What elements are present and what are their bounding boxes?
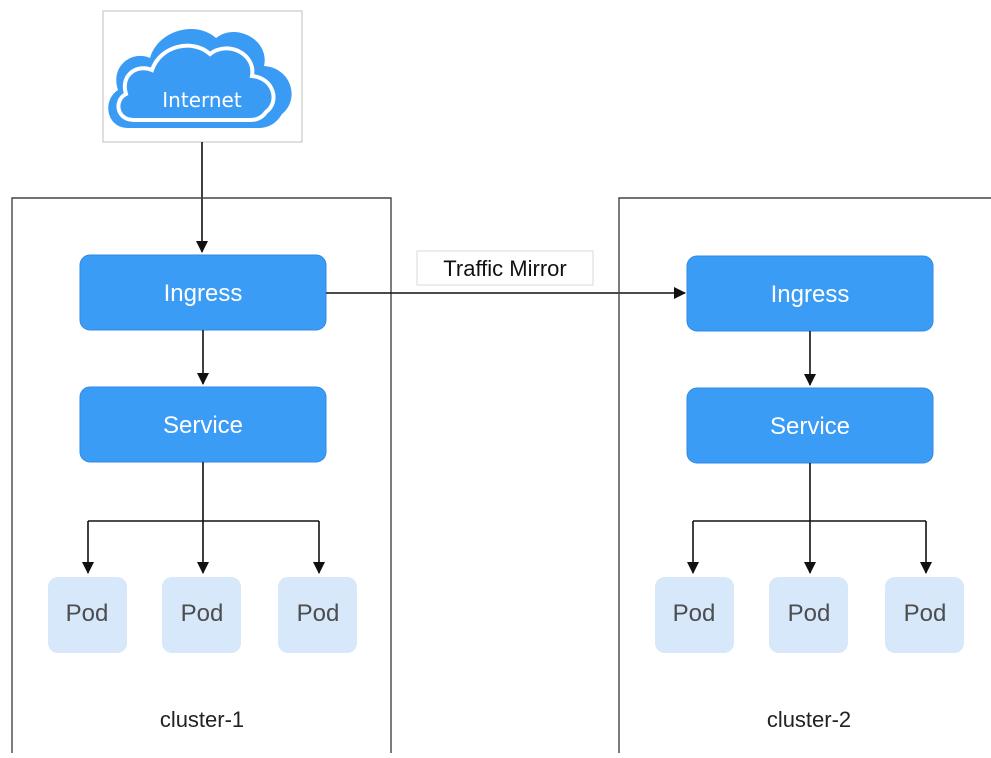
cluster-1: Ingress Service Pod Pod Pod cluster-1 [11,197,392,753]
service-label-1: Service [163,412,243,439]
internet-node: Internet [102,10,303,143]
pod-label: Pod [66,600,109,627]
pod-label: Pod [904,600,947,627]
pod-node [769,577,848,653]
cluster-1-frame [11,197,392,753]
pod-node [278,577,357,653]
cluster-2-frame [618,197,991,753]
pod-label: Pod [297,600,340,627]
service-label-2: Service [770,413,850,440]
pod-node [885,577,964,653]
traffic-mirror-edge: Traffic Mirror [326,250,686,299]
cluster-2-label: cluster-2 [767,707,851,732]
cluster-1-label: cluster-1 [160,707,244,732]
traffic-mirror-label-box [416,250,594,286]
internet-label: Internet [162,88,242,112]
pod-label: Pod [673,600,716,627]
cloud-icon [108,28,292,128]
pod-node [48,577,127,653]
pod-node [655,577,734,653]
ingress-label-1: Ingress [164,280,243,307]
ingress-label-2: Ingress [771,281,850,308]
cluster-2: Ingress Service Pod Pod Pod cluster-2 [618,197,991,753]
pod-label: Pod [181,600,224,627]
pod-node [162,577,241,653]
service-to-pods-1-connector [82,462,325,574]
pod-label: Pod [788,600,831,627]
service-to-pods-2-connector [687,463,932,574]
traffic-mirror-label: Traffic Mirror [443,256,566,281]
